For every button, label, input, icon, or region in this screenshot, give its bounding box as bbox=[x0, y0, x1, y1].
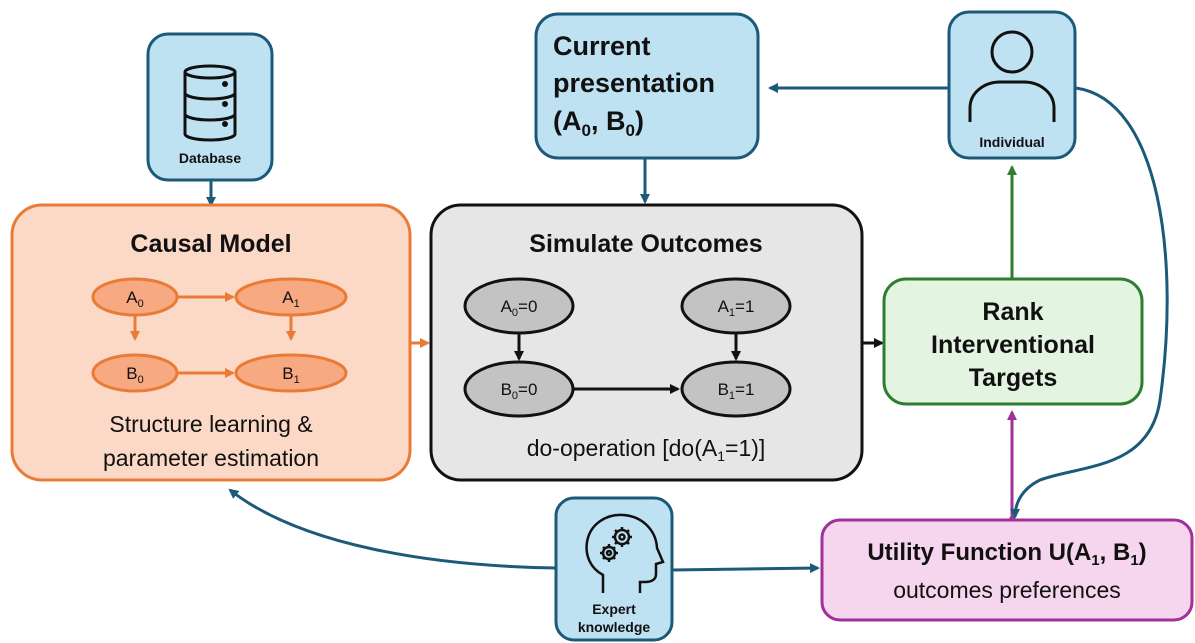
utility-function-box: Utility Function U(A1, B1) outcomes pref… bbox=[820, 518, 1194, 622]
sim-node-b1: B1=1 bbox=[680, 360, 792, 418]
database-box: Database bbox=[146, 32, 274, 182]
svg-text:B1=1: B1=1 bbox=[718, 380, 755, 402]
arrow-expert-to-utility bbox=[671, 563, 820, 574]
causal-caption-line1: Structure learning & bbox=[109, 411, 312, 437]
causal-node-a0: A0 bbox=[91, 277, 179, 317]
causal-model-title: Causal Model bbox=[130, 230, 291, 258]
rank-line1: Rank bbox=[982, 298, 1043, 326]
svg-text:A0: A0 bbox=[126, 288, 143, 310]
causal-node-b0: B0 bbox=[91, 353, 179, 393]
simulate-edges bbox=[514, 333, 741, 394]
arrow-expert-to-causal-model bbox=[228, 488, 557, 570]
sim-node-a1: A1=1 bbox=[680, 277, 792, 335]
individual-box: Individual bbox=[947, 10, 1077, 160]
svg-text:A0=0: A0=0 bbox=[501, 297, 538, 319]
utility-title: Utility Function U(A1, B1) bbox=[867, 539, 1146, 569]
person-icon bbox=[968, 30, 1056, 122]
sim-node-a0: A0=0 bbox=[463, 277, 575, 335]
current-presentation-box: Current presentation (A0, B0) bbox=[534, 12, 760, 160]
causal-edges bbox=[130, 292, 296, 378]
causal-caption-line2: parameter estimation bbox=[103, 445, 319, 471]
svg-text:B1: B1 bbox=[282, 364, 299, 386]
database-label: Database bbox=[179, 150, 241, 166]
svg-text:B0: B0 bbox=[126, 364, 143, 386]
causal-node-b1: B1 bbox=[234, 353, 348, 393]
simulate-caption: do-operation [do(A1=1)] bbox=[527, 435, 766, 464]
expert-line2: knowledge bbox=[578, 619, 651, 635]
database-icon bbox=[183, 64, 237, 142]
expert-line1: Expert bbox=[592, 601, 636, 617]
simulate-outcomes-box: Simulate Outcomes A0=0 A1=1 B0=0 B1=1 do… bbox=[429, 203, 864, 482]
simulate-title: Simulate Outcomes bbox=[529, 230, 762, 258]
connectors bbox=[206, 83, 1169, 574]
head-gears-icon bbox=[585, 513, 665, 593]
causal-node-a1: A1 bbox=[234, 277, 348, 317]
rank-line2: Interventional bbox=[931, 331, 1095, 359]
sim-node-b0: B0=0 bbox=[463, 360, 575, 418]
presentation-line1: Current bbox=[553, 31, 651, 61]
individual-label: Individual bbox=[979, 134, 1044, 150]
utility-caption: outcomes preferences bbox=[893, 577, 1121, 603]
causal-model-box: Causal Model A0 A1 B0 B1 Structure learn… bbox=[10, 203, 412, 482]
svg-text:B0=0: B0=0 bbox=[501, 380, 538, 402]
presentation-line2: presentation bbox=[553, 68, 715, 98]
expert-knowledge-box: Expert knowledge bbox=[554, 496, 674, 642]
svg-text:A1: A1 bbox=[282, 288, 299, 310]
rank-targets-box: Rank Interventional Targets bbox=[882, 277, 1144, 406]
arrow-individual-to-utility bbox=[1010, 86, 1169, 519]
presentation-line3: (A0, B0) bbox=[553, 106, 644, 140]
svg-text:A1=1: A1=1 bbox=[718, 297, 755, 319]
rank-line3: Targets bbox=[969, 364, 1057, 392]
